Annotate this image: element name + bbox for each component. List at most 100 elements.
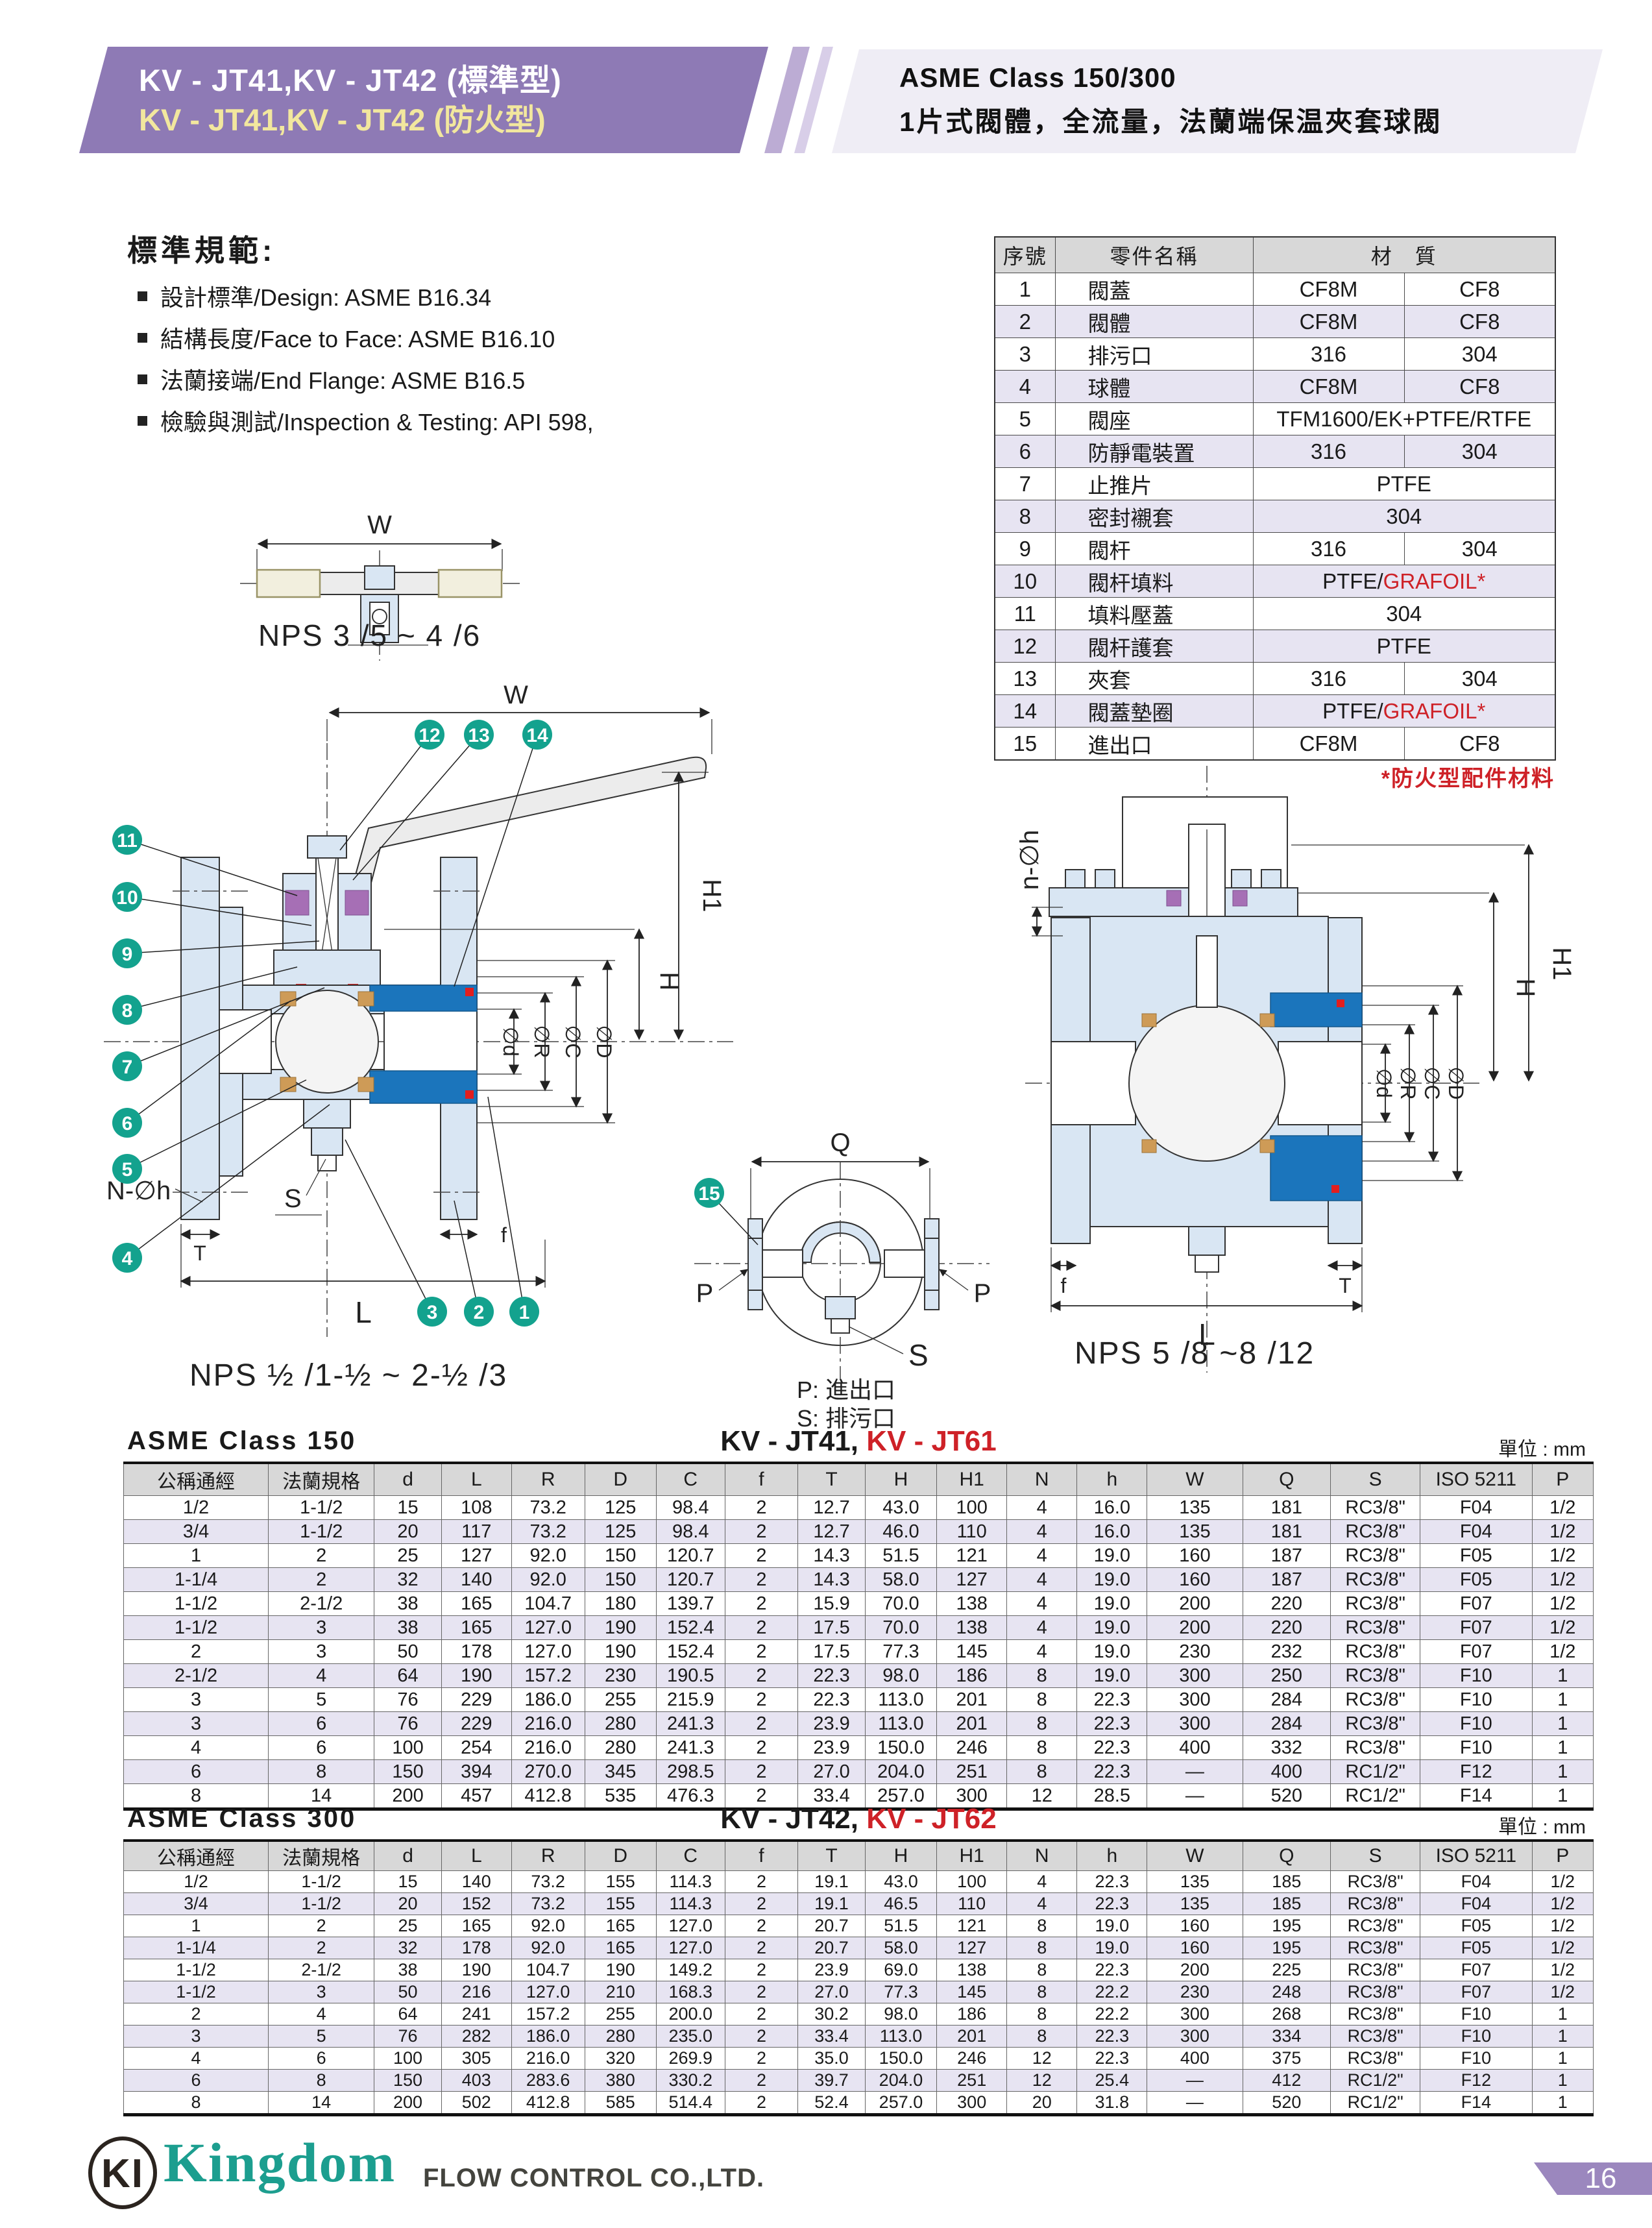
dim-cell: 394 — [441, 1759, 512, 1784]
dim-cell: 104.7 — [511, 1591, 585, 1616]
dim-cell: 514.4 — [655, 2091, 725, 2115]
dim-cell: 403 — [441, 2069, 512, 2092]
drain-boss — [1188, 1226, 1226, 1256]
balloon-leader-line — [454, 1200, 480, 1312]
dim-cell: F12 — [1420, 1759, 1533, 1784]
part-material-cf8m: 316 — [1252, 337, 1405, 371]
part-name: 閥座 — [1054, 402, 1254, 435]
dim-cell: RC3/8" — [1330, 1591, 1421, 1616]
dim-cell: 64 — [374, 2003, 442, 2026]
dim-cell: 120.7 — [655, 1567, 725, 1592]
dim-cell: 113.0 — [864, 1687, 938, 1712]
dim-cell: 19.0 — [1076, 1639, 1148, 1664]
dim-cell: 27.0 — [797, 1759, 866, 1784]
dim-cell: 160 — [1147, 1915, 1243, 1937]
dim-cell: 16.0 — [1076, 1495, 1148, 1520]
dim-cell: 6 — [123, 1759, 269, 1784]
dim-cell: 8 — [1006, 1711, 1078, 1736]
dim-cell: 2 — [123, 1639, 269, 1664]
dim-cell: F07 — [1420, 1981, 1533, 2003]
dim-cell: 20 — [374, 1892, 442, 1915]
brand-name: Kingdom — [164, 2131, 396, 2194]
dim-cell: 73.2 — [511, 1870, 585, 1893]
dim-cell: 284 — [1242, 1687, 1331, 1712]
balloon-group: 15 — [694, 1178, 759, 1245]
dim-cell: 25.4 — [1076, 2069, 1148, 2092]
ball — [1128, 1005, 1285, 1162]
dim-cell: 19.0 — [1076, 1591, 1148, 1616]
dim-cell: 135 — [1147, 1495, 1243, 1520]
class300-title: ASME Class 300 — [127, 1804, 357, 1833]
dim-cell: 201 — [936, 2025, 1008, 2048]
spec-item: 法蘭接端/End Flange: ASME B16.5 — [127, 362, 932, 396]
dim-col-header: Q — [1242, 1462, 1331, 1496]
dim-cell: 520 — [1242, 1783, 1331, 1809]
dim-cell: 43.0 — [864, 1495, 938, 1520]
port-p-left-label: P — [696, 1279, 714, 1308]
balloon-leader-line — [127, 966, 298, 1010]
dim-col-header: N — [1006, 1462, 1078, 1496]
dim-cell: 22.3 — [1076, 1687, 1148, 1712]
dim-cell: 216 — [441, 1981, 512, 2003]
material-text: 304 — [1386, 601, 1422, 626]
dim-cell: 1 — [1531, 1735, 1594, 1760]
dim-cell: 12 — [1006, 2069, 1078, 2092]
dim-cell: 152.4 — [655, 1639, 725, 1664]
dim-cell: 216.0 — [511, 1711, 585, 1736]
dim-cell: 2 — [724, 1735, 799, 1760]
dim-cell: 38 — [374, 1591, 442, 1616]
model-black: KV - JT42, — [720, 1803, 858, 1835]
part-number: 7 — [994, 467, 1056, 500]
dim-col-header: N — [1006, 1840, 1078, 1871]
dim-cell: 502 — [441, 2091, 512, 2115]
dim-cell: RC3/8" — [1330, 1915, 1421, 1937]
dim-cell: 30.2 — [797, 2003, 866, 2026]
dim-cell: 1-1/2 — [123, 1615, 269, 1640]
dim-cell: 19.0 — [1076, 1543, 1148, 1568]
dim-cell: 3 — [123, 1711, 269, 1736]
dim-cell: 284 — [1242, 1711, 1331, 1736]
spec-text: 設計標準/Design: ASME B16.34 — [160, 284, 492, 311]
dim-cell: F14 — [1420, 2091, 1533, 2115]
dim-cell: 160 — [1147, 1543, 1243, 1568]
part-balloon — [415, 720, 444, 750]
class300-models: KV - JT42, KV - JT62 — [720, 1803, 997, 1835]
spec-text: 法蘭接端/End Flange: ASME B16.5 — [160, 367, 526, 394]
dim-cell: 155 — [584, 1892, 657, 1915]
part-number: 5 — [994, 402, 1056, 435]
dim-cell: 6 — [268, 1711, 375, 1736]
dim-cell: 121 — [936, 1543, 1008, 1568]
balloon-number: 3 — [427, 1302, 438, 1323]
dim-h-label: H — [655, 972, 683, 991]
dim-cell: F10 — [1420, 2047, 1533, 2070]
dim-cell: 8 — [1006, 2025, 1078, 2048]
part-name: 閥體 — [1054, 305, 1254, 338]
dim-cell: 138 — [936, 1591, 1008, 1616]
dim-cell: 145 — [936, 1981, 1008, 2003]
dim-cell: F04 — [1420, 1519, 1533, 1544]
parts-header-row: 序號 零件名稱 材 質 — [994, 236, 1556, 273]
dim-cell: F14 — [1420, 1783, 1533, 1809]
dim-col-header: ISO 5211 — [1420, 1840, 1533, 1871]
dim-cell: 22.3 — [1076, 1711, 1148, 1736]
part-material-merged: 304 — [1252, 597, 1556, 630]
dim-cell: 298.5 — [655, 1759, 725, 1784]
balloon-number: 7 — [122, 1057, 133, 1078]
part-material-cf8m: 316 — [1252, 532, 1405, 565]
dim-col-header: W — [1147, 1840, 1243, 1871]
part-material-cf8m: 316 — [1252, 435, 1405, 468]
dim-cell: 23.9 — [797, 1959, 866, 1981]
dim-cell: 39.7 — [797, 2069, 866, 2092]
dim-d-label: ∅d — [1372, 1068, 1396, 1098]
dim-w-label: W — [367, 511, 392, 539]
